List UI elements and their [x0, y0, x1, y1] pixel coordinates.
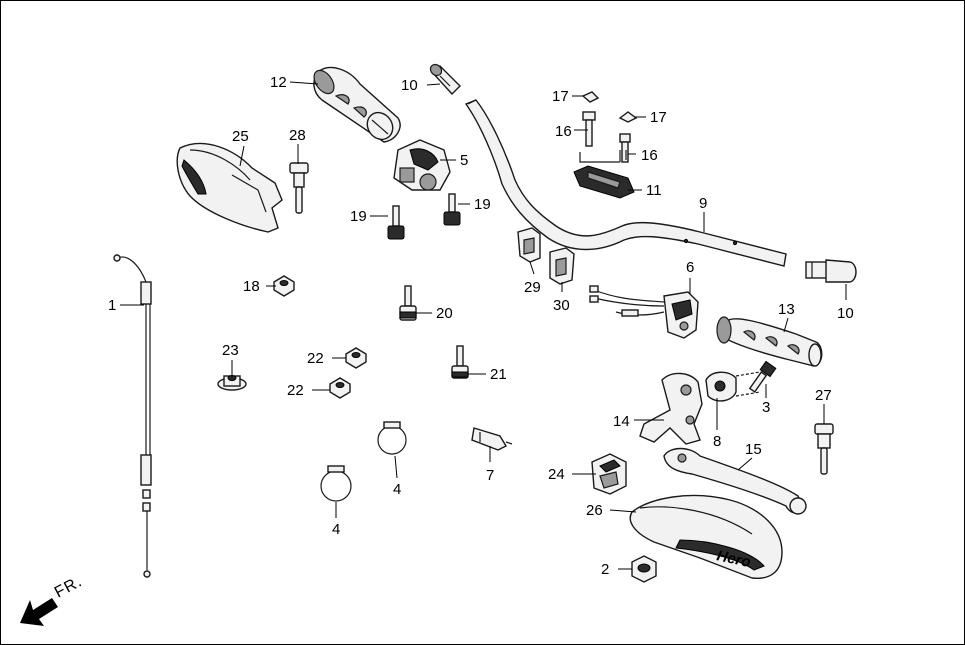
bolt-27 [814, 423, 834, 475]
callout-1: 1 [108, 297, 116, 314]
left-hand-guard [176, 142, 283, 233]
front-direction-label: FR. [52, 573, 85, 602]
clamp-bolt-16-left [582, 111, 596, 147]
right-grip [716, 316, 823, 367]
handlebar [464, 99, 787, 267]
callout-29: 29 [524, 279, 541, 296]
clamp-screw-3 [748, 360, 777, 393]
callout-24: 24 [548, 466, 565, 483]
callout-15: 15 [745, 441, 762, 458]
callout-3: 3 [762, 399, 770, 416]
screw-19-left [387, 205, 405, 240]
callout-25: 25 [232, 128, 249, 145]
callout-9: 9 [699, 195, 707, 212]
bolt-cap-17-left [581, 91, 600, 103]
handlebar-upper-clamp [573, 165, 635, 199]
callout-19-right: 19 [474, 196, 491, 213]
callout-23: 23 [222, 342, 239, 359]
right-hand-guard: Hero [629, 494, 783, 579]
hose-clamp-upper [377, 421, 407, 455]
callout-5: 5 [460, 152, 468, 169]
nut-2 [631, 555, 657, 583]
callout-13: 13 [778, 301, 795, 318]
callout-7: 7 [486, 467, 494, 484]
left-switch-housing [393, 139, 451, 191]
left-grip [313, 66, 401, 143]
callout-19-left: 19 [350, 208, 367, 225]
callout-12: 12 [270, 74, 287, 91]
callout-10-right: 10 [837, 305, 854, 322]
clamp-alignment-lines [579, 150, 627, 163]
lever-clamp-8 [705, 371, 761, 402]
callout-22-upper: 22 [307, 350, 324, 367]
callout-labels: 1 2 3 4 4 5 6 7 8 9 10 10 11 12 13 14 15… [108, 74, 854, 578]
screw-21 [451, 345, 469, 379]
callout-10-upper: 10 [401, 77, 418, 94]
nut-22-lower [329, 377, 351, 399]
callout-26: 26 [586, 502, 603, 519]
callout-6: 6 [686, 259, 694, 276]
brake-lever [663, 447, 807, 515]
bar-end-weight-upper [429, 63, 461, 96]
bolt-28 [289, 162, 309, 214]
connector-7 [471, 427, 513, 451]
front-direction-arrow [20, 598, 58, 626]
handlebar-holder-29 [517, 227, 541, 263]
callout-2: 2 [601, 561, 609, 578]
callout-18: 18 [243, 278, 260, 295]
callout-8: 8 [713, 433, 721, 450]
bar-end-weight-right [805, 259, 857, 283]
callout-20: 20 [436, 305, 453, 322]
nut-22-upper [345, 347, 367, 369]
lever-bracket-14 [639, 372, 703, 445]
leader-lines [120, 81, 847, 570]
callout-11: 11 [646, 182, 662, 199]
callout-14: 14 [613, 413, 630, 430]
callout-17-left: 17 [552, 88, 569, 105]
callout-17-right: 17 [650, 109, 667, 126]
handguard-brand-text: Hero [715, 547, 752, 571]
callout-4-upper: 4 [393, 481, 401, 498]
clamp-24 [591, 453, 627, 495]
right-switch-housing [589, 285, 699, 339]
callout-30: 30 [553, 297, 570, 314]
callout-4-lower: 4 [332, 521, 340, 538]
callout-22-lower: 22 [287, 382, 304, 399]
screw-19-right [443, 193, 461, 226]
handlebar-holder-30 [549, 247, 575, 285]
callout-27: 27 [815, 387, 832, 404]
hose-clamp-lower [320, 465, 352, 502]
bolt-cap-17-right [618, 111, 638, 123]
screw-20 [399, 285, 417, 321]
nut-18 [273, 275, 295, 297]
callout-21: 21 [490, 366, 507, 383]
callout-28: 28 [289, 127, 306, 144]
callout-16-right: 16 [641, 147, 658, 164]
callout-16-left: 16 [555, 123, 572, 140]
clamp-bolt-16-right [619, 133, 631, 163]
throttle-cable [113, 254, 152, 578]
